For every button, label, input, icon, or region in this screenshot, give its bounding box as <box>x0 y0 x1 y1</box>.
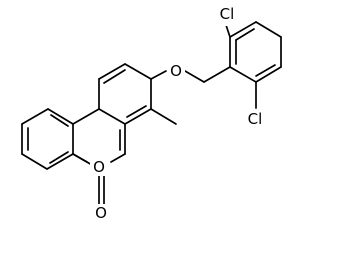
carbonyl-oxygen-label: O <box>95 204 107 222</box>
chlorine-top-label: Cl <box>220 5 235 23</box>
atom-labels: Cl Cl O O O <box>90 5 270 222</box>
chlorine-bottom-label: Cl <box>248 110 263 128</box>
ring-oxygen-label: O <box>93 158 105 176</box>
ether-oxygen-label: O <box>170 62 182 80</box>
